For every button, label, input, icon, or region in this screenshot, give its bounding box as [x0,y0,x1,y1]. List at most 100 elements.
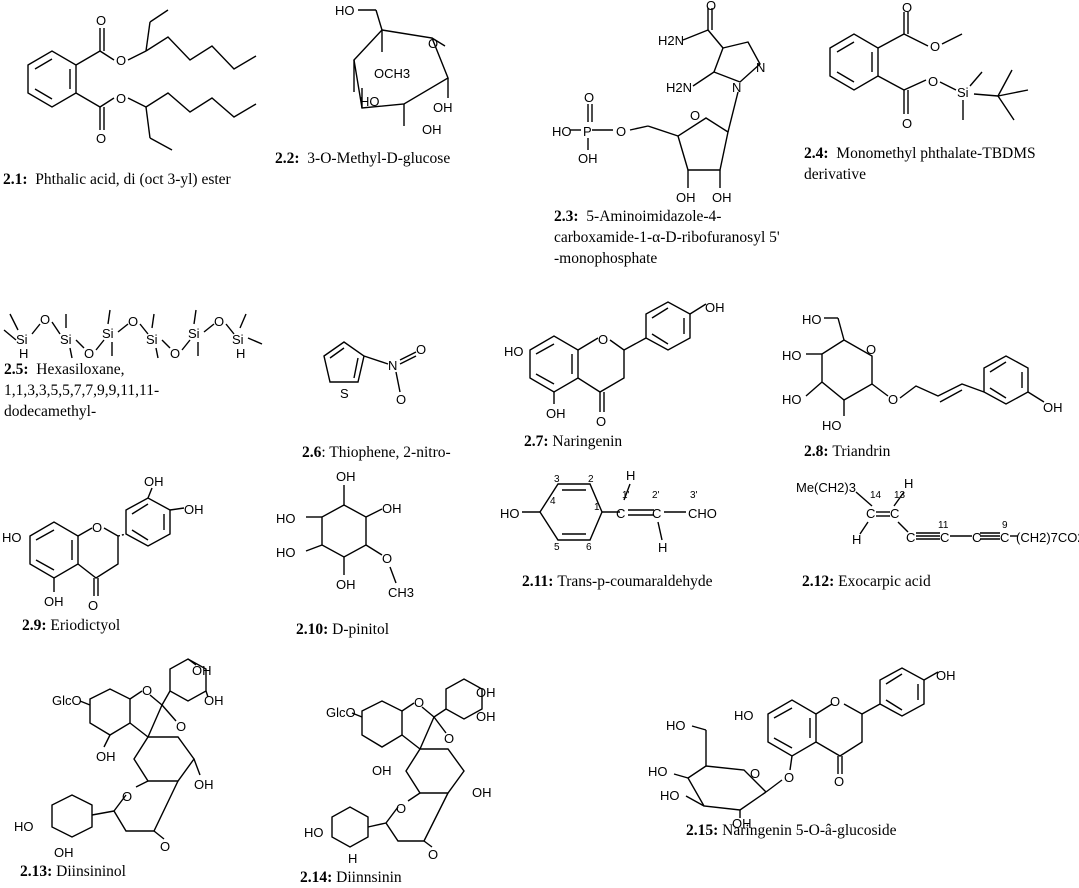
atom-o: O [396,392,406,407]
atom-c: C [616,506,625,521]
caption-2-14: 2.14: Diinnsinin [300,869,402,886]
atom-oh: OH [382,501,402,516]
svg-text:3': 3' [690,490,698,501]
atom-n: N [756,60,765,75]
atom-si: Si [957,85,969,100]
atom-n: N [732,80,741,95]
atom-oh: OH [433,100,453,115]
atom-c: C [972,530,981,545]
caption-2-11: 2.11: Trans-p-coumaraldehyde [522,573,713,590]
atom-o: O [96,13,106,28]
svg-text:4: 4 [550,496,556,507]
caption-2-7: 2.7: Naringenin [524,433,623,450]
structure-2-7: HO O O OH OH [504,300,725,429]
atom-c: C [1000,530,1009,545]
svg-text:3: 3 [554,474,560,485]
atom-o: O [598,332,608,347]
caption-2-6: 2.6: Thiophene, 2-nitro- [302,444,451,461]
atom-o: O [596,414,606,429]
caption-2-9: 2.9: Eriodictyol [22,617,121,634]
svg-text:9: 9 [1002,520,1008,531]
atom-glco: GlcO [52,693,82,708]
atom-o: O [750,766,760,781]
atom-ho: HO [552,124,572,139]
atom-o: O [902,0,912,15]
atom-oh: OH [194,777,214,792]
compound-2-14: OH OH GlcO O O OH OH O O HO H 2.14: Diin… [300,655,540,886]
atom-oh: OH [732,816,752,831]
structure-2-13: OH OH GlcO O O OH OH O O HO OH [14,658,224,860]
atom-oh: OH [184,502,204,517]
atom-oh: OH [336,469,356,484]
atom-ho: HO [500,506,520,521]
atom-ho: HO [360,94,380,109]
atom-o: O [170,346,180,361]
atom-ho: HO [660,788,680,803]
atom-ho: HO [335,3,355,18]
atom-ho: HO [666,718,686,733]
atom-si: Si [60,332,72,347]
atom-oh: OH [546,406,566,421]
caption-2-1: 2.1: Phthalic acid, di (oct 3-yl) ester [3,171,231,188]
atom-oh: OH [936,668,956,683]
structure-2-10: OH OH HO HO OH O CH3 [276,469,414,600]
atom-h: H [348,851,357,866]
atom-h2n: H2N [666,80,692,95]
caption-2-5: 2.5: Hexasiloxane, 1,1,3,3,5,5,7,7,9,9,1… [4,361,160,420]
atom-o: O [116,53,126,68]
atom-cho: CHO [688,506,717,521]
atom-o: O [92,520,102,535]
svg-text:1: 1 [594,502,600,513]
atom-o: O [428,36,438,51]
svg-text:2: 2 [588,474,594,485]
atom-och3: OCH3 [374,66,410,81]
compound-2-6: S N O O 2.6: Thiophene, 2-nitro- [300,320,520,470]
atom-n: N [388,358,397,373]
compound-2-4: O O O O Si 2.4: Monomethyl phthalate-TBD… [800,0,1079,190]
atom-oh: OH [372,763,392,778]
atom-glco: GlcO [326,705,356,720]
svg-text:6: 6 [586,542,592,553]
atom-o: O [928,74,938,89]
structure-2-14: OH OH GlcO O O OH OH O O HO H [304,678,496,866]
atom-oh: OH [712,190,732,205]
structure-2-8: HO O HO HO HO O OH [782,312,1063,433]
atom-c: C [940,530,949,545]
atom-chain: (CH2)7CO2H [1016,530,1079,545]
atom-o: O [416,342,426,357]
compound-2-10: OH OH HO HO OH O CH3 2.10: D-pinitol [260,465,480,655]
atom-oh: OH [578,151,598,166]
atom-si: Si [232,332,244,347]
atom-oh: OH [472,785,492,800]
structure-2-9: OH OH HO O O OH [2,474,204,613]
atom-o: O [176,719,186,734]
atom-c: C [890,506,899,521]
compound-2-9: OH OH HO O O OH 2.9: Eriodictyol [0,470,240,655]
structure-2-6: S N O O [323,341,426,407]
atom-o: O [84,346,94,361]
atom-oh: OH [192,663,212,678]
compound-2-11: HO 4 3 2 1 6 5 C H 1' C 2' H 3' CHO 2.11… [496,468,786,630]
atom-ho: HO [504,344,524,359]
atom-o: O [40,312,50,327]
atom-o: O [584,90,594,105]
atom-ho: HO [734,708,754,723]
atom-o: O [214,314,224,329]
structure-2-11: HO 4 3 2 1 6 5 C H 1' C 2' H 3' CHO [500,468,717,555]
atom-ho: HO [276,545,296,560]
compound-2-12: Me(CH2)3 14 C C 13 H H C C 11 C C 9 (CH2… [790,470,1079,630]
caption-2-4: 2.4: Monomethyl phthalate-TBDMS derivati… [804,145,1036,183]
atom-o: O [414,695,424,710]
atom-oh: OH [1043,400,1063,415]
atom-ho: HO [276,511,296,526]
structure-2-1: O O O O [27,9,257,151]
atom-oh: OH [705,300,725,315]
atom-o: O [444,731,454,746]
atom-o: O [902,116,912,131]
compound-2-15: HO O O OH O O HO HO HO OH 2.15: Naringen… [640,660,1079,885]
atom-si: Si [16,332,28,347]
atom-ch3: CH3 [388,585,414,600]
structure-2-4: O O O O Si [829,0,1029,131]
atom-si: Si [102,326,114,341]
svg-text:5: 5 [554,542,560,553]
